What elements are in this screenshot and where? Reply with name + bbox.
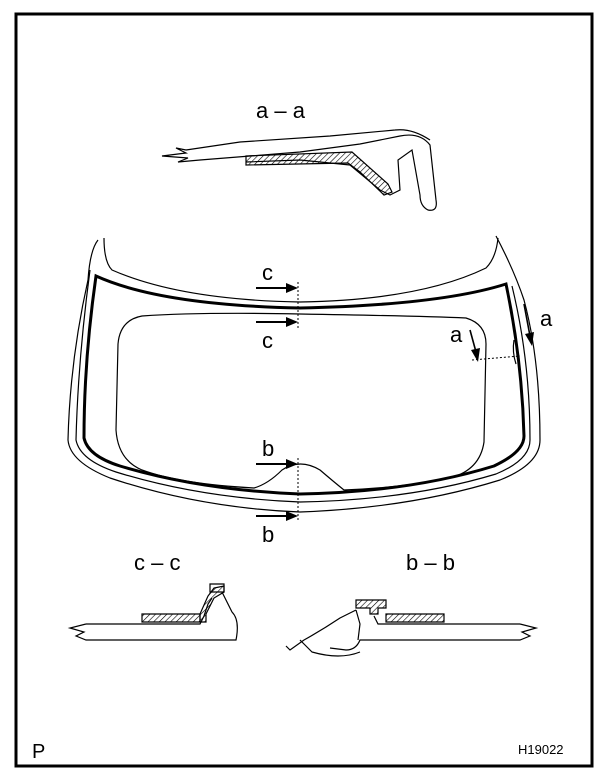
section-label-bb: b – b xyxy=(406,550,455,575)
marker-a-right: a xyxy=(540,306,553,331)
page-letter: P xyxy=(32,741,45,763)
marker-b-top: b xyxy=(262,436,274,461)
marker-b-bottom: b xyxy=(262,522,274,547)
arrow-b-bottom xyxy=(256,511,298,521)
section-label-cc: c – c xyxy=(134,550,180,575)
section-label-aa: a – a xyxy=(256,98,306,123)
arrow-c-bottom xyxy=(256,317,298,327)
section-cc-drawing xyxy=(67,583,238,641)
marker-c-bottom: c xyxy=(262,328,273,353)
section-bb-drawing xyxy=(285,599,539,657)
back-window-view xyxy=(67,235,541,513)
diagram-border xyxy=(14,12,594,768)
arrow-a-right xyxy=(523,303,534,346)
section-aa-drawing xyxy=(161,129,437,211)
arrow-a-left xyxy=(469,329,480,362)
figure-code: H19022 xyxy=(518,742,564,757)
arrow-b-top xyxy=(256,459,298,469)
marker-a-left: a xyxy=(450,322,463,347)
marker-c-top: c xyxy=(262,260,273,285)
arrow-c-top xyxy=(256,283,298,293)
